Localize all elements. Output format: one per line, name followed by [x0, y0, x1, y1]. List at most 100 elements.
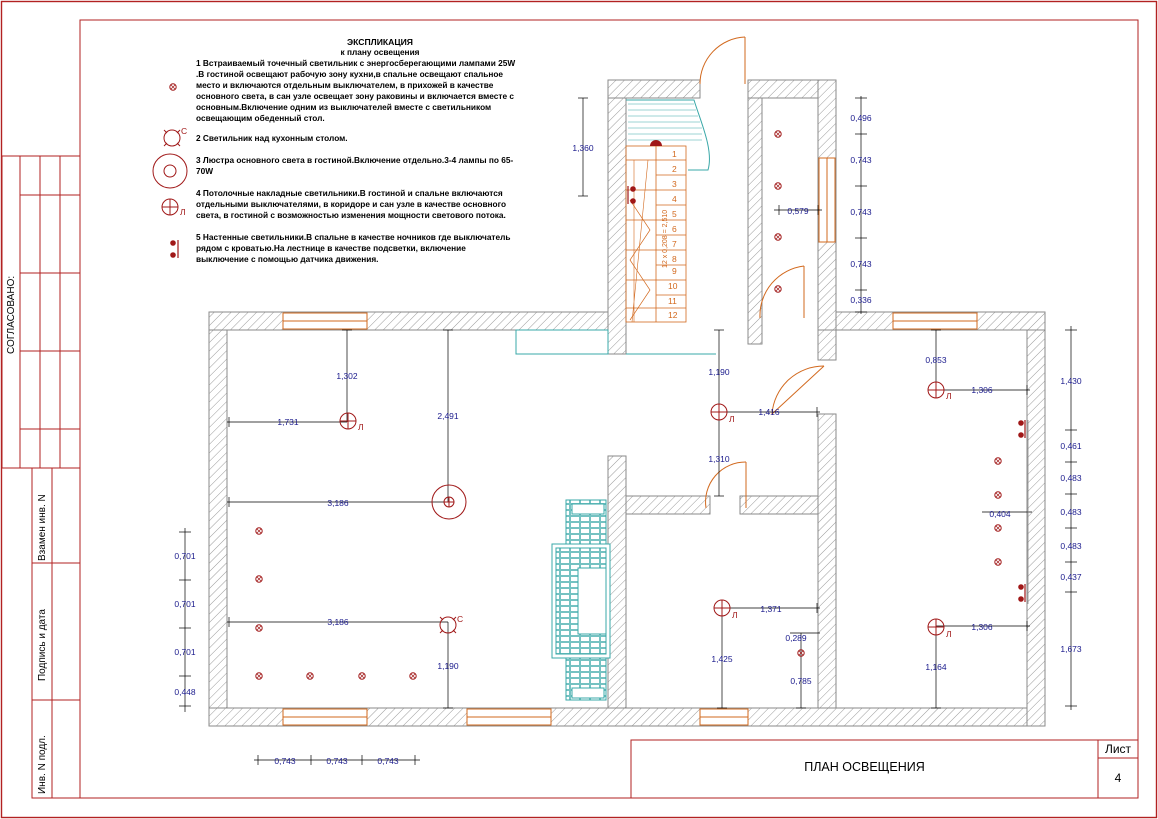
legend-line: света, в гостиной с возможностью изменен…: [196, 210, 506, 220]
stair-top-hatch: [628, 103, 702, 141]
pendant-light-icon: [163, 129, 181, 147]
dim-label: 0,437: [1060, 572, 1082, 582]
dim-label: 1,360: [572, 143, 594, 153]
dim-label: 0,701: [174, 551, 196, 561]
legend-item-5: 5 Настенные светильники.В спальне в каче…: [196, 232, 510, 265]
stair-landing-outline: [515, 99, 716, 355]
chandelier-icon: [152, 153, 188, 189]
spotlight-icon: [255, 527, 263, 535]
spotlight-icon: [994, 457, 1002, 465]
spotlight-icon: [409, 672, 417, 680]
legend-item-1: 1 Встраиваемый точечный светильник с эне…: [196, 58, 515, 124]
ceiling-light-icon: [927, 618, 945, 636]
dimension-labels: 1,360 0,496 0,743 0,743 0,743 0,336 0,57…: [174, 113, 1082, 766]
stair-step-number: 8: [672, 254, 677, 264]
replace-inv-label: Взамен инв. N: [37, 494, 48, 561]
wall-sconce-icon: [1018, 420, 1026, 438]
wall-sconces: [170, 186, 1026, 602]
dim-label: 0,743: [274, 756, 296, 766]
stair-step-number: 4: [672, 194, 677, 204]
spotlight-icon: [306, 672, 314, 680]
dim-label: 0,404: [989, 509, 1011, 519]
ceiling-l-label: Л: [732, 610, 738, 620]
explication-title: ЭКСПЛИКАЦИЯ: [347, 37, 413, 47]
spotlight-icon: [255, 672, 263, 680]
stair-wall-light: [650, 140, 662, 146]
dim-label: 0,743: [326, 756, 348, 766]
spotlight-icon: [169, 83, 177, 91]
legend-line: 70W: [196, 166, 214, 176]
dim-label: 3,186: [327, 498, 349, 508]
dim-label: 0,496: [850, 113, 872, 123]
ceiling-light-icon: [339, 412, 357, 430]
dim-label: 1,416: [758, 407, 780, 417]
legend-line: рядом с кроватью.На лестнице в качестве …: [196, 243, 466, 253]
sheet-label: Лист: [1104, 742, 1132, 756]
drawing-title: ПЛАН ОСВЕЩЕНИЯ: [804, 760, 925, 774]
legend-line: 3 Люстра основного света в гостиной.Вклю…: [196, 155, 514, 165]
dim-label: 0,483: [1060, 473, 1082, 483]
ceiling-light-icon: [927, 381, 945, 399]
legend-item-4: 4 Потолочные накладные светильники.В гос…: [196, 188, 506, 221]
spotlight-icon: [774, 130, 782, 138]
spotlight-icon: [994, 491, 1002, 499]
dim-label: 0,483: [1060, 541, 1082, 551]
dim-label: 1,306: [971, 385, 993, 395]
wall-sconce-icon: [1018, 584, 1026, 602]
ceiling-light-icon: [713, 599, 731, 617]
spotlight-icon: [358, 672, 366, 680]
legend-line: выключение с помощью датчика движения.: [196, 254, 379, 264]
legend-line: освещающим обеденный стол.: [196, 113, 325, 123]
spotlight-icon: [774, 285, 782, 293]
spotlight-icon: [994, 558, 1002, 566]
dim-label: 1,190: [708, 367, 730, 377]
ceiling-l-label: Л: [358, 422, 364, 432]
spotlight-icon: [994, 524, 1002, 532]
wall-sconce-icon: [627, 186, 636, 204]
pendant-c-label: С: [457, 614, 463, 624]
dim-label: 0,743: [377, 756, 399, 766]
stair-step-number: 9: [672, 266, 677, 276]
doors: [699, 36, 825, 509]
ceiling-light-letters: Л Л Л Л Л Л: [180, 207, 952, 639]
dim-label: 0,743: [850, 259, 872, 269]
spotlight-icon: [255, 575, 263, 583]
spotlight-icon: [774, 233, 782, 241]
legend-line: основного света, в сан узле освещает зон…: [196, 91, 514, 101]
dim-label: 1,425: [711, 654, 733, 664]
windows: [282, 157, 978, 726]
dim-label: 2,491: [437, 411, 459, 421]
ceiling-light-icon: [161, 198, 179, 216]
pendant-letters: С С: [181, 126, 463, 624]
stair-step-number: 3: [672, 179, 677, 189]
fireplace: [551, 499, 611, 701]
sheet-number: 4: [1114, 771, 1122, 785]
dim-label: 0,743: [850, 155, 872, 165]
spotlight-icon: [797, 649, 805, 657]
dim-label: 0,785: [790, 676, 812, 686]
legend-line: .В гостиной освещают рабочую зону кухни,…: [196, 69, 504, 79]
ceiling-l-label: Л: [946, 391, 952, 401]
dim-label: 1,190: [437, 661, 459, 671]
pendant-light-icon: [439, 616, 457, 634]
dim-label: 1,731: [277, 417, 299, 427]
sign-date-label: Подпись и дата: [37, 609, 48, 681]
stair-step-number: 10: [668, 281, 678, 291]
spotlight-icon: [255, 624, 263, 632]
legend-line: место и включаются отдельным выключателе…: [196, 80, 494, 90]
ceiling-light-icon: [710, 403, 728, 421]
staircase: [625, 145, 687, 323]
dim-label: 1,371: [760, 604, 782, 614]
ceiling-l-label: Л: [180, 207, 186, 217]
explication-heading: ЭКСПЛИКАЦИЯ к плану освещения: [300, 37, 460, 57]
inv-orig-label: Инв. N подл.: [37, 735, 48, 794]
dim-label: 1,310: [708, 454, 730, 464]
stair-step-number: 2: [672, 164, 677, 174]
dim-label: 0,579: [787, 206, 809, 216]
dim-label: 1,306: [971, 622, 993, 632]
dim-label: 1,673: [1060, 644, 1082, 654]
stair-step-number: 5: [672, 209, 677, 219]
dim-label: 0,483: [1060, 507, 1082, 517]
pendant-lights: [163, 129, 457, 634]
